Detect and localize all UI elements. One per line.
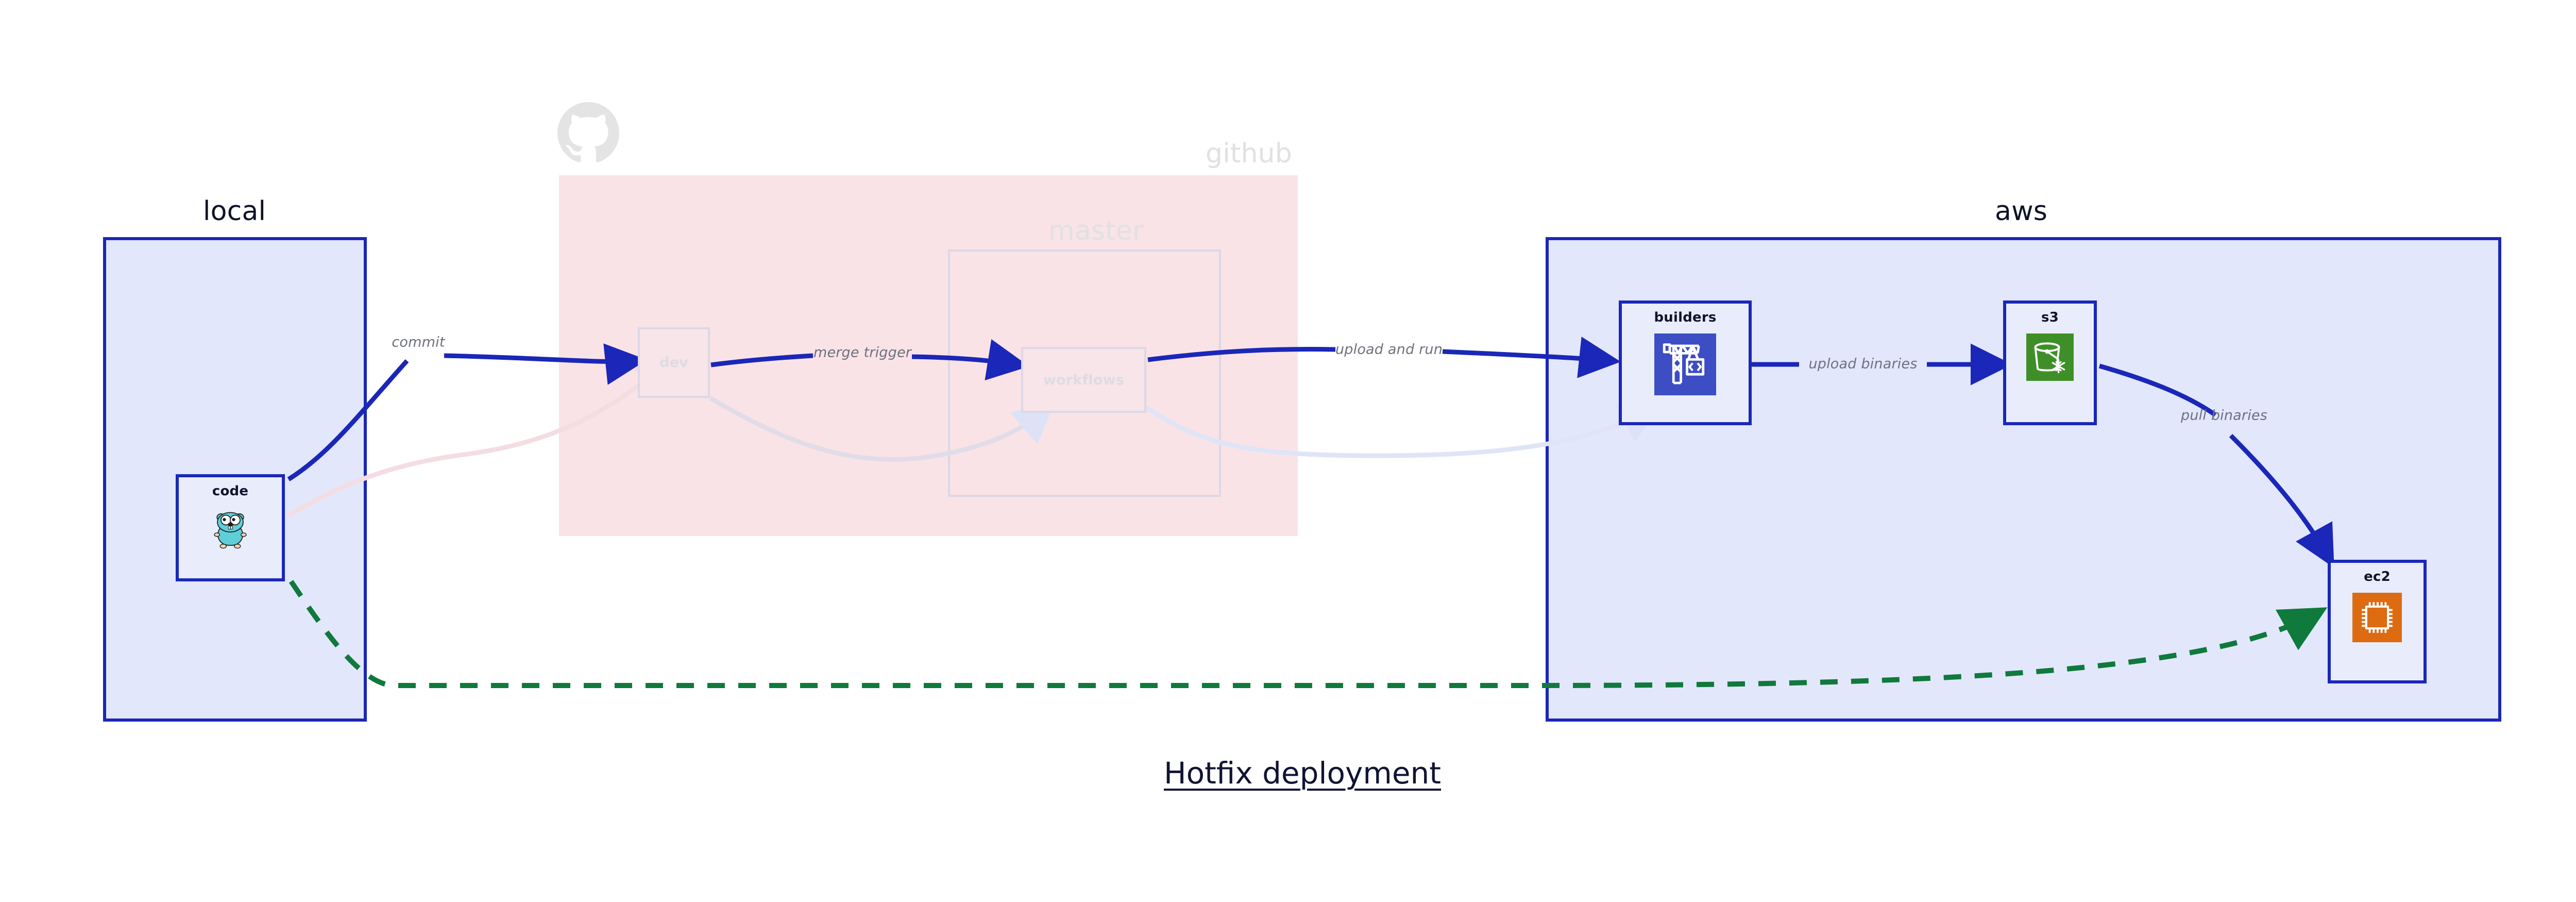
edge-label-pull-binaries: pull binaries: [2180, 407, 2268, 424]
github-octocat-icon: [557, 102, 619, 164]
cluster-label-github: github: [1206, 138, 1292, 169]
aws-builders-crane-icon: [1654, 333, 1716, 395]
go-gopher-icon: [208, 507, 252, 552]
edge-label-merge-trigger: merge trigger: [813, 344, 912, 361]
node-s3[interactable]: s3: [2003, 300, 2097, 425]
node-label-ec2: ec2: [2364, 569, 2391, 584]
edge-label-upload-and-run: upload and run: [1335, 341, 1443, 358]
cluster-label-aws: aws: [1995, 196, 2048, 227]
cluster-label-local: local: [203, 196, 266, 227]
node-ec2[interactable]: ec2: [2328, 560, 2427, 683]
node-dev[interactable]: dev: [638, 327, 710, 398]
node-builders[interactable]: builders: [1619, 300, 1752, 425]
aws-s3-bucket-icon: [2026, 333, 2074, 381]
node-label-s3: s3: [2041, 310, 2059, 325]
node-workflows[interactable]: workflows: [1021, 347, 1146, 413]
diagram-title: Hotfix deployment: [1163, 756, 1442, 791]
node-label-dev: dev: [659, 355, 688, 371]
aws-ec2-chip-icon: [2352, 593, 2402, 642]
node-label-builders: builders: [1654, 310, 1717, 325]
node-label-workflows: workflows: [1043, 372, 1125, 388]
node-label-code: code: [212, 483, 249, 499]
cluster-label-master: master: [1048, 215, 1144, 246]
node-code[interactable]: code: [176, 474, 285, 581]
edge-label-upload-binaries: upload binaries: [1808, 356, 1918, 372]
edge-label-commit: commit: [392, 334, 445, 350]
cluster-master: [948, 249, 1221, 497]
